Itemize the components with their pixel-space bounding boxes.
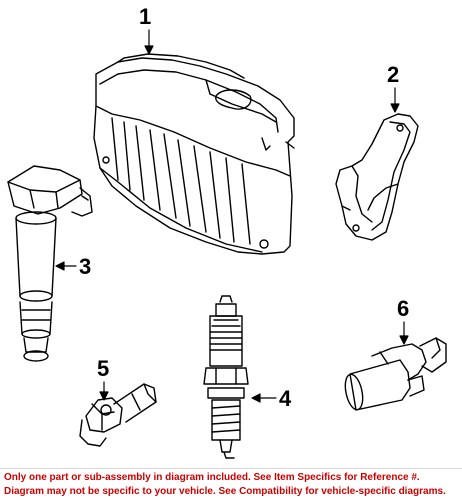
callout-6-label: 6 (397, 296, 410, 321)
callout-1-label: 1 (139, 4, 152, 29)
sensor-bracket-icon[interactable] (335, 113, 419, 241)
callout-4-label: 4 (279, 386, 292, 411)
disclaimer-line-2: Diagram may not be specific to your vehi… (4, 486, 446, 497)
disclaimer-line-1: Only one part or sub-assembly in diagram… (4, 472, 420, 483)
arrow-3 (55, 261, 65, 271)
disclaimer-banner: Only one part or sub-assembly in diagram… (0, 468, 462, 500)
arrow-2 (390, 103, 400, 113)
arrow-5 (99, 391, 109, 401)
camshaft-position-sensor-icon[interactable] (79, 383, 157, 447)
leader-lines (55, 29, 409, 403)
ignition-coil-icon[interactable] (7, 165, 93, 362)
callout-3-label: 3 (79, 254, 92, 279)
arrow-4 (251, 393, 261, 403)
arrow-1 (144, 45, 154, 55)
callout-5-label: 5 (97, 356, 110, 381)
parts-diagram (7, 29, 447, 459)
engine-control-module-icon[interactable] (93, 53, 295, 255)
arrow-6 (399, 335, 409, 345)
crankshaft-position-sensor-icon[interactable] (342, 337, 447, 411)
spark-plug-icon[interactable] (203, 295, 249, 459)
callout-2-label: 2 (387, 62, 400, 87)
